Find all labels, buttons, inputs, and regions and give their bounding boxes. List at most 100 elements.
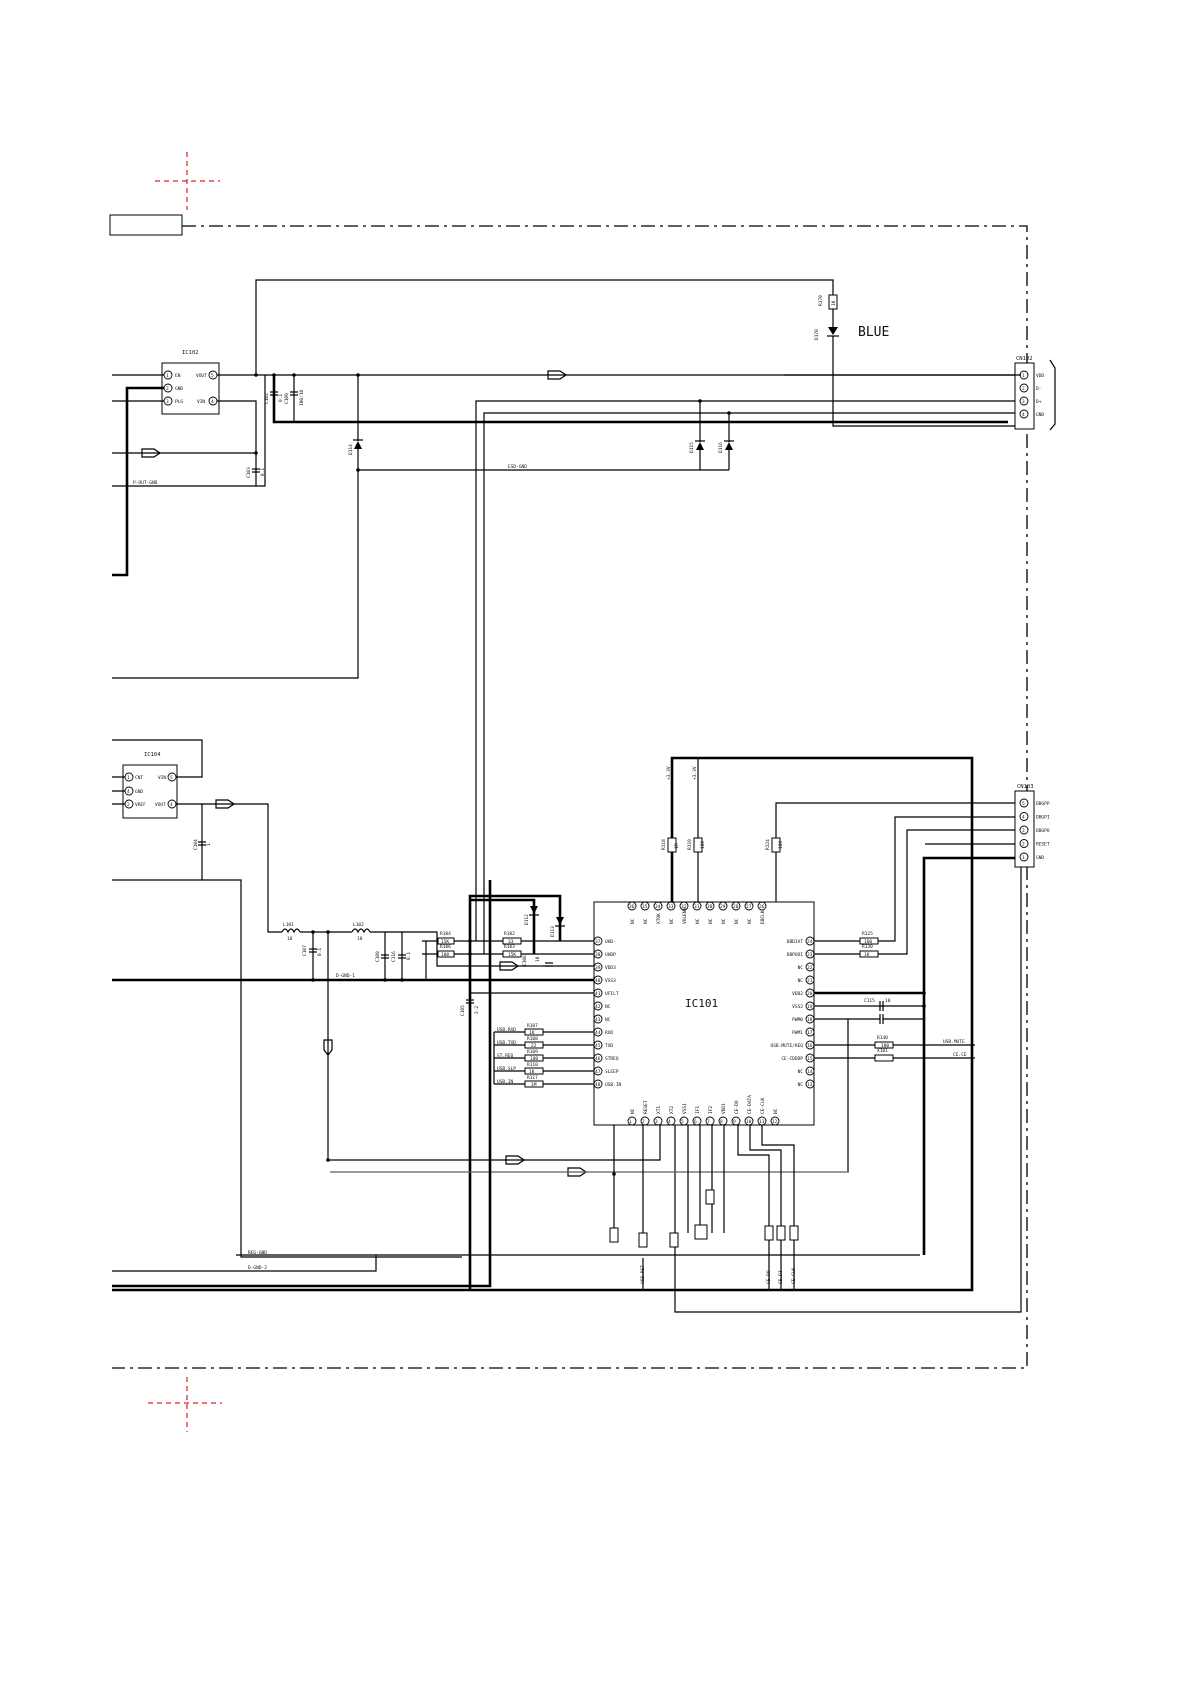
svg-text:100: 100 <box>778 841 784 849</box>
ic101-pin-26 <box>757 901 767 911</box>
svg-text:VIN: VIN <box>158 775 166 781</box>
resistor-r130: R140 100 <box>874 1035 894 1049</box>
svg-text:D112: D112 <box>524 914 530 925</box>
inductor-l101: L101 10 <box>281 922 301 942</box>
ic101-pin-label: NC <box>669 918 675 924</box>
svg-text:D113: D113 <box>550 926 556 937</box>
ic101-pin-35 <box>640 901 650 911</box>
resistor-r125: R130 1K <box>859 944 879 958</box>
ic101-pin-number: 19 <box>807 1004 813 1010</box>
ic101-pin-number: 18 <box>807 1017 813 1023</box>
ic101-pin-number: 5 <box>681 1119 684 1125</box>
ic101-pin-number: 11 <box>759 1119 765 1125</box>
svg-text:GND: GND <box>135 789 143 795</box>
signal-arrow-6 <box>505 1155 526 1165</box>
led-color-label: BLUE <box>858 325 889 340</box>
svg-text:C115: C115 <box>864 998 875 1004</box>
ic101-pin-label: NC <box>643 918 649 924</box>
ic101-pin-label: CE-CLK <box>760 1097 766 1114</box>
ic101-pin-34 <box>653 901 663 911</box>
ic101-pin-label: XTOK <box>656 913 662 924</box>
ic101-pin-8 <box>718 1116 728 1126</box>
ic101-pin-46 <box>593 1053 603 1063</box>
ic101-pin-number: 28 <box>733 904 739 910</box>
svg-text:C104: C104 <box>193 839 199 850</box>
ic101-pin-number: 21 <box>807 978 813 984</box>
ic101-pin-number: 24 <box>807 939 813 945</box>
ic101-pin-label: DBCLK <box>760 910 766 924</box>
ic101-pin-label: NC <box>605 1017 611 1023</box>
ic101-pin-14 <box>805 1066 815 1076</box>
svg-text:R117: R117 <box>527 1075 538 1081</box>
ic101-pin-number: 7 <box>707 1119 710 1125</box>
svg-text:R170: R170 <box>818 295 824 306</box>
svg-text:5: 5 <box>170 775 173 781</box>
ic101-pin-43 <box>593 1014 603 1024</box>
resistor-r117: R118 1M <box>661 837 680 853</box>
ic101-pin-5 <box>679 1116 689 1126</box>
resistor-r119: R124 100 <box>765 837 784 853</box>
ic101-pin-22 <box>805 962 815 972</box>
signal-arrow-2 <box>141 448 162 458</box>
signal-arrow-5 <box>499 961 520 971</box>
svg-text:0.1: 0.1 <box>278 394 284 402</box>
svg-text:IC102: IC102 <box>182 350 199 356</box>
svg-text:C105: C105 <box>460 1005 466 1016</box>
ic101-pin-label: PWM1 <box>792 1030 803 1036</box>
ic101-pin-label: NC <box>773 1108 779 1114</box>
svg-text:R109: R109 <box>527 1049 538 1055</box>
svg-text:R130: R130 <box>862 944 873 950</box>
ic101-pin-45 <box>593 1040 603 1050</box>
svg-text:C109: C109 <box>284 393 290 404</box>
ic101-pin-37 <box>593 936 603 946</box>
svg-text:GND: GND <box>175 386 183 392</box>
cap-c103: C103 0.1 <box>246 467 266 478</box>
ic101-pin-label: USB.IN <box>605 1082 622 1088</box>
ic101-pin-number: 48 <box>595 1082 601 1088</box>
ic101-pin-label: VDD2 <box>792 991 803 997</box>
svg-text:1K: 1K <box>864 952 870 958</box>
net-st-req: ST.REQ <box>497 1053 514 1059</box>
ic101-pin-38 <box>593 949 603 959</box>
diode-d112: D112 <box>524 906 539 925</box>
ic101-pin-4 <box>666 1116 676 1126</box>
resistor-r110: R117 1M <box>524 1075 544 1088</box>
cn103-pin-label: DBGPP <box>1036 801 1050 807</box>
svg-text:R106: R106 <box>440 944 451 950</box>
svg-text:L101: L101 <box>283 922 294 928</box>
sheet-tab <box>109 214 183 236</box>
ic101-pin-label: UFILT <box>605 991 619 997</box>
ic101-pin-36 <box>627 901 637 911</box>
svg-text:3: 3 <box>166 399 169 405</box>
board-boundary <box>112 225 1028 1369</box>
signal-arrow-3 <box>215 799 236 809</box>
svg-text:4: 4 <box>211 399 214 405</box>
net-d-gnd-2: D-GND-2 <box>248 1265 267 1271</box>
svg-text:33: 33 <box>508 939 514 945</box>
svg-text:1K: 1K <box>529 1069 535 1075</box>
ic101-pin-number: 31 <box>694 904 700 910</box>
net-usb-slp: USB.SLP <box>497 1066 516 1072</box>
svg-text:2: 2 <box>127 802 130 808</box>
svg-text:R107: R107 <box>527 1023 538 1029</box>
ic101-pin-label: PWM0 <box>792 1017 803 1023</box>
svg-text:1K: 1K <box>529 1030 535 1036</box>
ic101-pin-number: 8 <box>720 1119 723 1125</box>
svg-text:D-: D- <box>1036 386 1041 392</box>
ic101-pin-number: 38 <box>595 952 601 958</box>
svg-text:C107: C107 <box>302 945 308 956</box>
cn103-pin-4 <box>1019 812 1029 821</box>
cn103-pin-number: 2 <box>1022 842 1025 848</box>
ic101-pin-label: XT1 <box>656 1106 662 1114</box>
svg-text:1: 1 <box>166 373 169 379</box>
svg-text:2: 2 <box>1022 386 1025 392</box>
ic101-pin-28 <box>731 901 741 911</box>
svg-text:100/10: 100/10 <box>299 389 305 406</box>
ic101-pin-label: VSS3 <box>605 978 616 984</box>
svg-text:R103: R103 <box>504 944 515 950</box>
svg-text:VDD: VDD <box>1036 373 1044 379</box>
ic101-pin-label: NC <box>747 918 753 924</box>
ic101-pin-number: 20 <box>807 991 813 997</box>
